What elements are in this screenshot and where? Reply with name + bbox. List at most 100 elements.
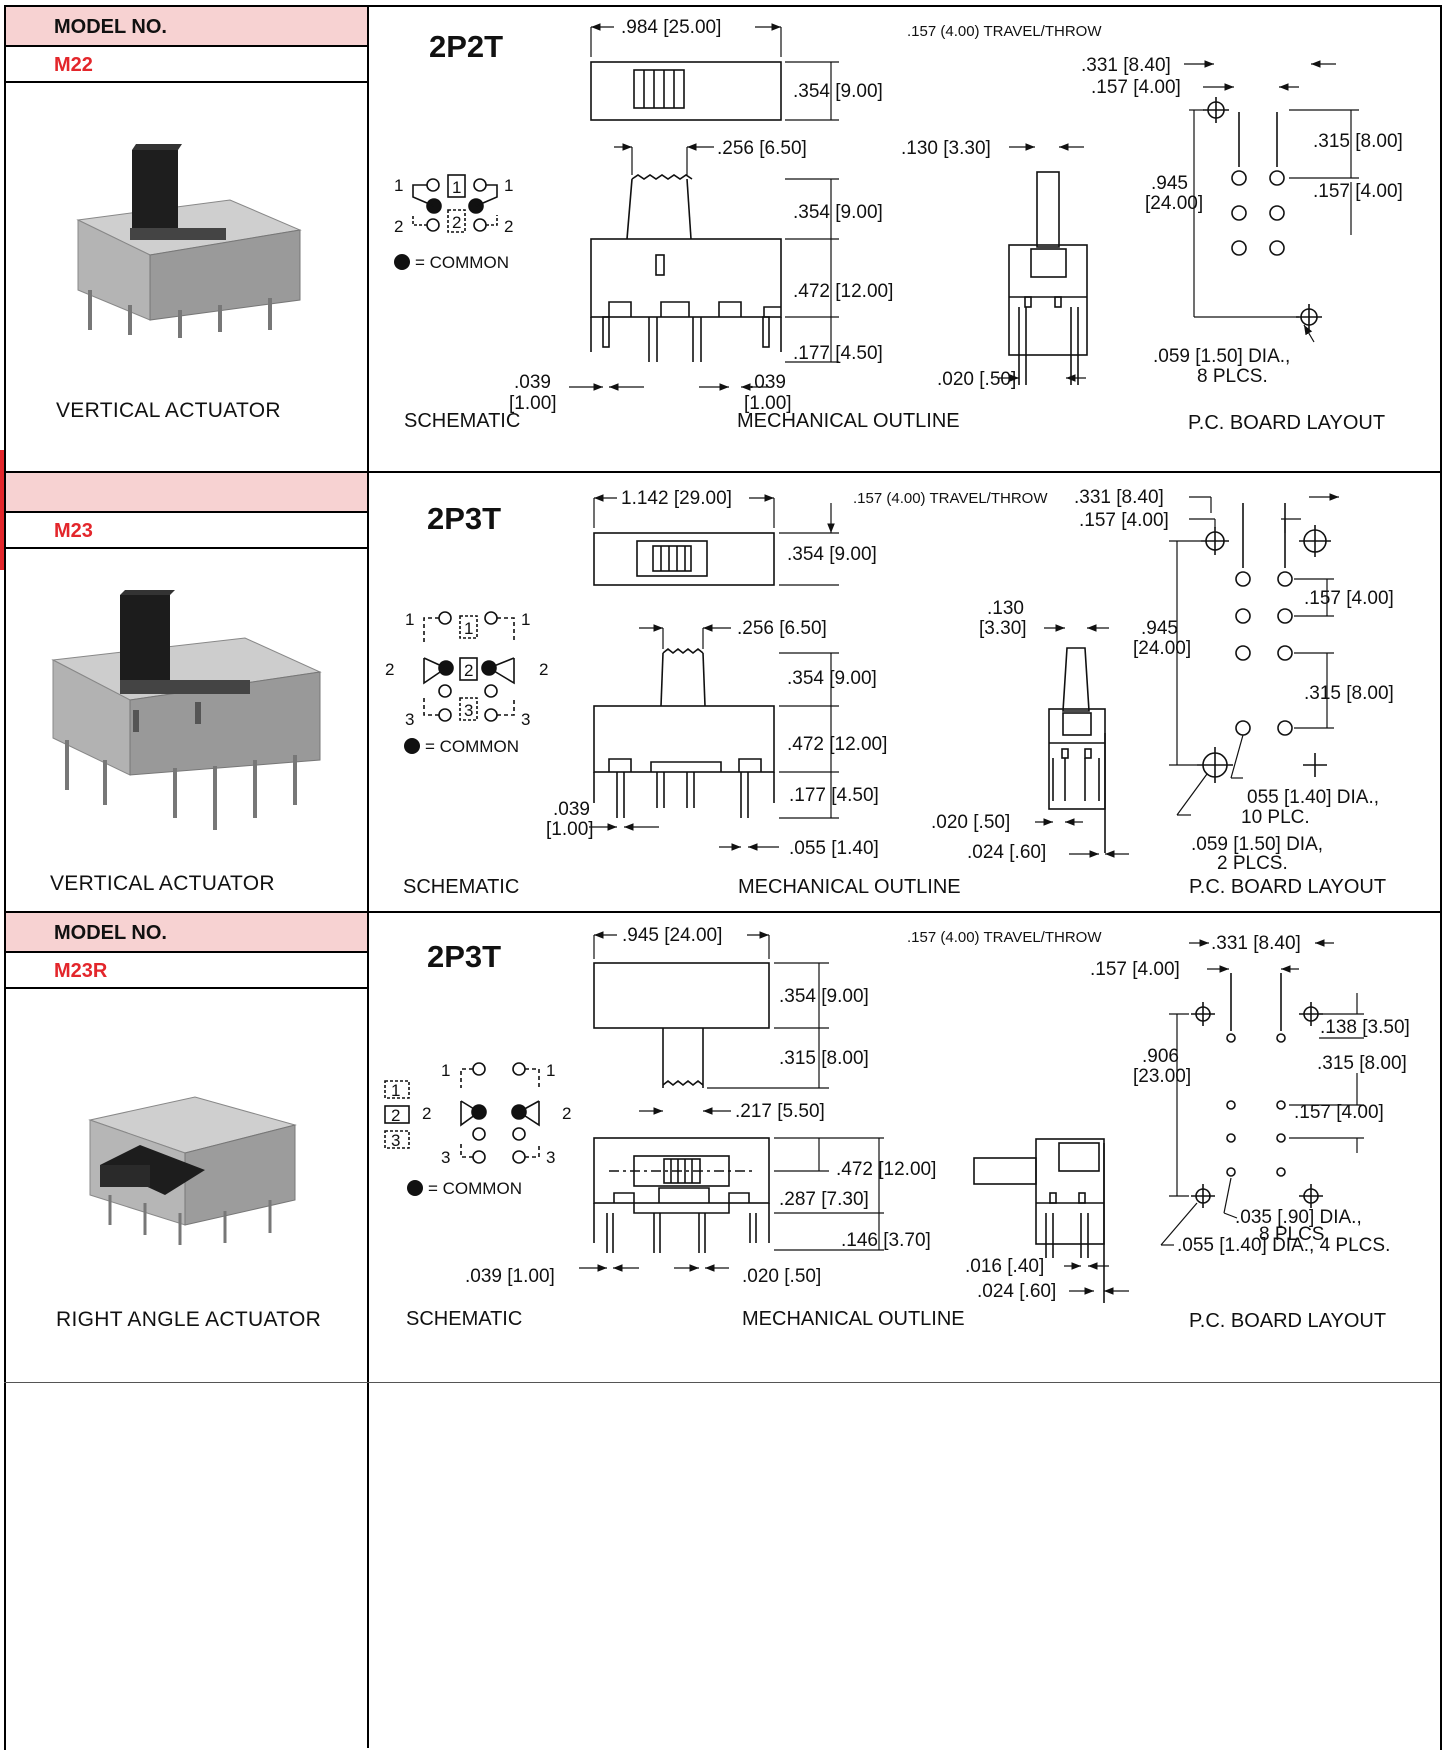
svg-text:.472 [12.00]: .472 [12.00]	[836, 1159, 936, 1180]
svg-text:.055 [1.40]: .055 [1.40]	[789, 838, 879, 859]
pcb-layout	[1191, 973, 1323, 1208]
travel-note: .157 (4.00) TRAVEL/THROW	[907, 929, 1102, 946]
svg-text:.331 [8.40]: .331 [8.40]	[1211, 933, 1301, 954]
svg-text:.039: .039	[514, 372, 551, 393]
column-divider	[367, 5, 369, 1748]
side-pin-label: .020 [.50]	[937, 369, 1016, 390]
pcb-label: P.C. BOARD LAYOUT	[1189, 876, 1386, 898]
common-dot-icon	[404, 738, 420, 754]
dimension-lines	[569, 23, 839, 391]
travel-note: .157 (4.00) TRAVEL/THROW	[853, 490, 1048, 507]
pcb-label: P.C. BOARD LAYOUT	[1189, 1310, 1386, 1332]
svg-text:2: 2	[394, 217, 403, 236]
datasheet-frame	[4, 5, 1442, 1750]
svg-text:.945: .945	[1151, 173, 1188, 194]
switch-photo-right-angle	[88, 1096, 297, 1245]
side-pin-label: .016 [.40]	[965, 1256, 1044, 1277]
dimension-labels: .984 [25.00] .354 [9.00] .256 [6.50] .35…	[509, 17, 893, 414]
side-view	[1048, 647, 1106, 853]
svg-text:.331 [8.40]: .331 [8.40]	[1081, 55, 1171, 76]
svg-text:[23.00]: [23.00]	[1133, 1066, 1191, 1087]
side-dimensions	[1035, 624, 1129, 858]
svg-text:2: 2	[562, 1104, 571, 1123]
red-margin-mark	[0, 450, 4, 570]
side-view	[1008, 171, 1088, 385]
svg-text:.354 [9.00]: .354 [9.00]	[793, 81, 883, 102]
mechanical-outline	[593, 962, 770, 1253]
common-legend: = COMMON	[425, 737, 519, 756]
svg-text:1: 1	[464, 619, 473, 638]
model-number: M22	[6, 47, 367, 83]
svg-text:1: 1	[394, 176, 403, 195]
model-heading: MODEL NO.	[6, 7, 367, 47]
svg-text:2: 2	[422, 1104, 431, 1123]
common-legend: = COMMON	[428, 1179, 522, 1198]
actuator-type: VERTICAL ACTUATOR	[56, 399, 281, 422]
switch-photo-vertical	[76, 144, 302, 338]
svg-text:.287 [7.30]: .287 [7.30]	[779, 1189, 869, 1210]
svg-text:.157 [4.00]: .157 [4.00]	[1090, 959, 1180, 980]
actuator-type: RIGHT ANGLE ACTUATOR	[56, 1308, 322, 1331]
svg-text:2 PLCS.: 2 PLCS.	[1217, 853, 1288, 874]
side-dimensions	[999, 143, 1086, 382]
svg-text:3: 3	[546, 1148, 555, 1167]
model-number: M23	[6, 513, 367, 549]
model-number: M23R	[6, 953, 367, 989]
svg-text:[1.00]: [1.00]	[546, 819, 594, 840]
svg-text:1: 1	[452, 178, 461, 197]
side-width-label: [3.30]	[979, 618, 1027, 639]
side-pin-label: .020 [.50]	[931, 812, 1010, 833]
svg-text:.138 [3.50]: .138 [3.50]	[1320, 1017, 1410, 1038]
svg-text:.354 [9.00]: .354 [9.00]	[793, 202, 883, 223]
travel-note: .157 (4.00) TRAVEL/THROW	[907, 23, 1102, 40]
svg-text:.331 [8.40]: .331 [8.40]	[1074, 487, 1164, 508]
dimension-lines	[579, 931, 884, 1272]
svg-text:[24.00]: [24.00]	[1133, 638, 1191, 659]
mechanical-outline	[590, 61, 782, 362]
svg-text:.157 [4.00]: .157 [4.00]	[1091, 77, 1181, 98]
svg-text:.217 [5.50]: .217 [5.50]	[735, 1101, 825, 1122]
svg-text:[24.00]: [24.00]	[1145, 193, 1203, 214]
svg-text:.146 [3.70]: .146 [3.70]	[841, 1230, 931, 1251]
svg-text:.055 [1.40] DIA., 4 PLCS.: .055 [1.40] DIA., 4 PLCS.	[1177, 1235, 1390, 1256]
svg-text:2: 2	[464, 661, 473, 680]
schematic-diagram	[412, 174, 498, 233]
pcb-labels: .331 [8.40] .157 [4.00] .157 [4.00] .315…	[1074, 487, 1394, 874]
svg-text:.315 [8.00]: .315 [8.00]	[1304, 683, 1394, 704]
pcb-dimensions	[1184, 60, 1359, 343]
svg-text:1: 1	[391, 1081, 400, 1100]
pcb-dimensions	[1169, 493, 1339, 816]
svg-text:3: 3	[464, 701, 473, 720]
svg-text:10 PLC.: 10 PLC.	[1241, 807, 1310, 828]
schematic-label: SCHEMATIC	[403, 876, 519, 898]
svg-text:.177 [4.50]: .177 [4.50]	[789, 785, 879, 806]
side-width-label: .130	[987, 598, 1024, 619]
svg-text:.039 [1.00]: .039 [1.00]	[465, 1266, 555, 1287]
switch-config: 2P3T	[427, 501, 501, 536]
svg-text:.945 [24.00]: .945 [24.00]	[622, 925, 722, 946]
svg-text:[1.00]: [1.00]	[509, 393, 557, 414]
svg-text:.354 [9.00]: .354 [9.00]	[787, 544, 877, 565]
mechanical-label: MECHANICAL OUTLINE	[737, 410, 960, 432]
mechanical-label: MECHANICAL OUTLINE	[742, 1308, 965, 1330]
svg-text:[1.00]: [1.00]	[744, 393, 792, 414]
svg-text:8 PLCS.: 8 PLCS.	[1259, 1224, 1330, 1245]
svg-text:.984 [25.00]: .984 [25.00]	[621, 17, 721, 38]
dimension-labels: 1.142 [29.00] .354 [9.00] .256 [6.50] .3…	[546, 488, 887, 859]
svg-text:.315 [8.00]: .315 [8.00]	[1317, 1053, 1407, 1074]
svg-text:1: 1	[521, 610, 530, 629]
svg-text:1.142 [29.00]: 1.142 [29.00]	[621, 488, 732, 509]
common-dot-icon	[394, 254, 410, 270]
side-view	[973, 1138, 1105, 1303]
switch-config: 2P3T	[427, 939, 501, 974]
svg-text:2: 2	[391, 1106, 400, 1125]
mechanical-label: MECHANICAL OUTLINE	[738, 876, 961, 898]
svg-text:.039: .039	[749, 372, 786, 393]
svg-text:.177 [4.50]: .177 [4.50]	[793, 343, 883, 364]
